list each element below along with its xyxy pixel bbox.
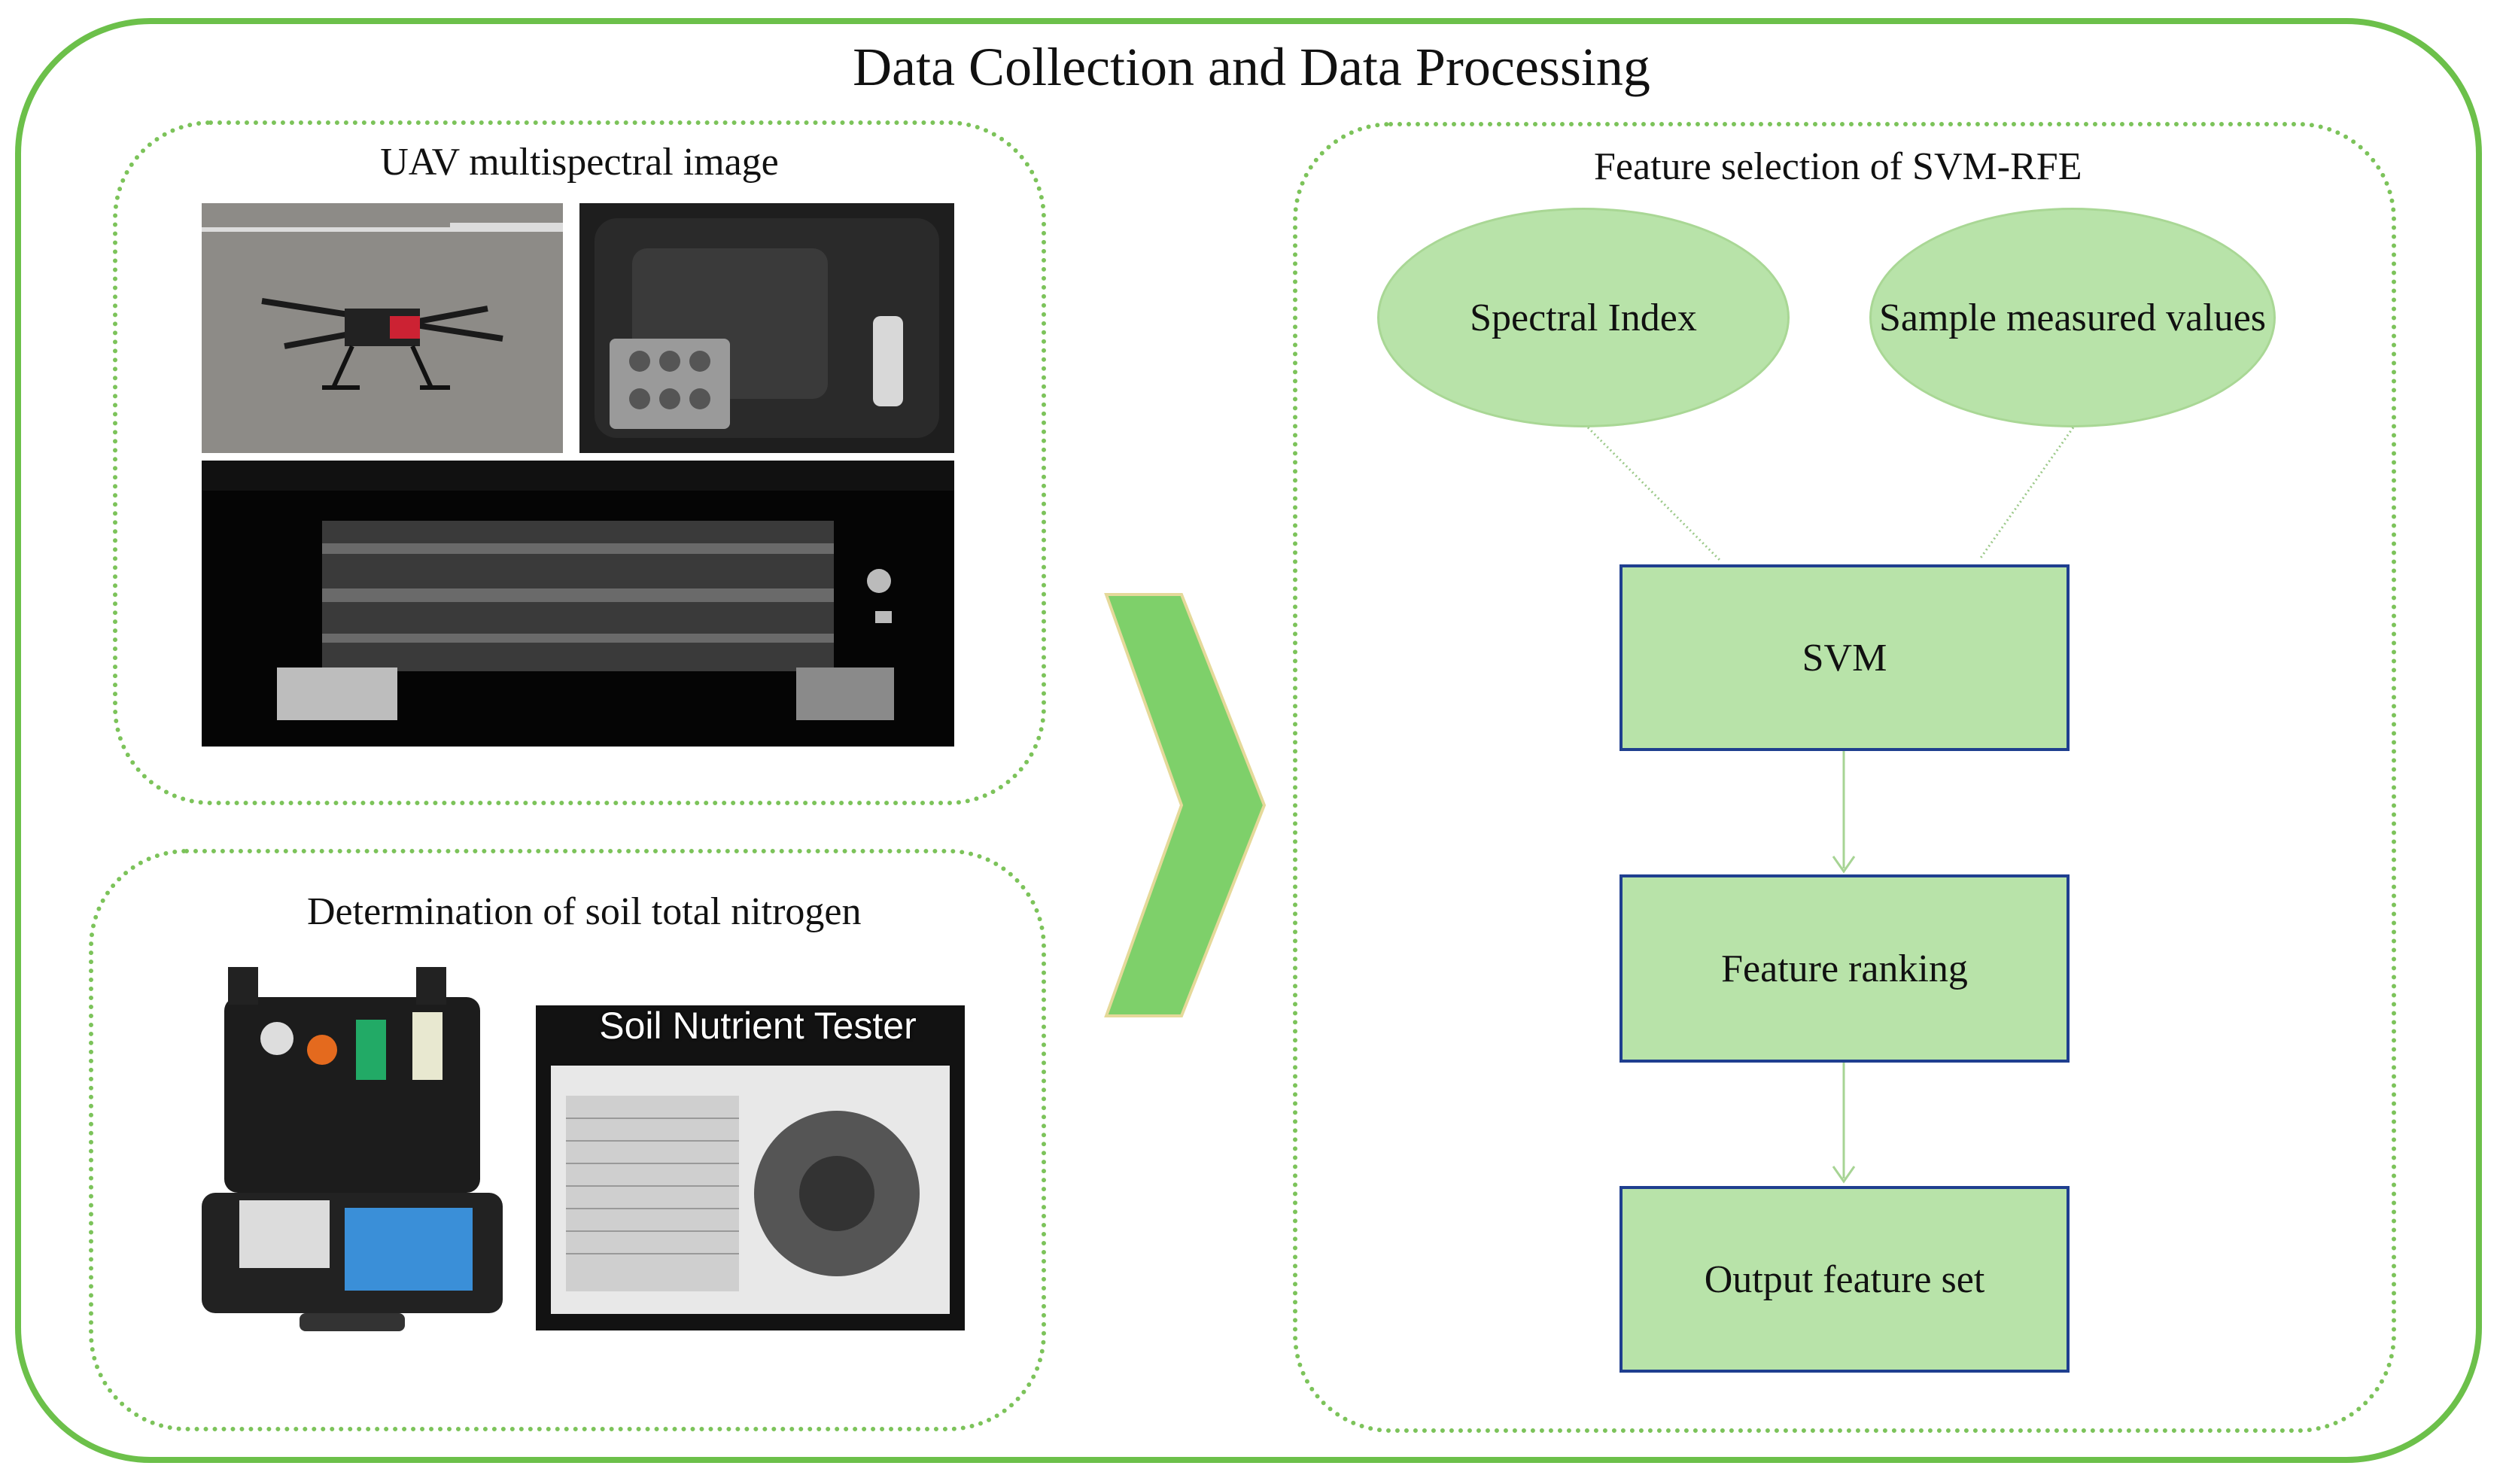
camera-case-photo <box>579 203 954 453</box>
nitrogen-panel-title: Determination of soil total nitrogen <box>307 890 862 933</box>
drone-photo <box>202 203 563 453</box>
camera-case-illustration <box>579 203 954 453</box>
input-node-sample-measured-values: Sample measured values <box>1869 208 2276 427</box>
controller-screen-illustration <box>202 461 954 747</box>
tester-screen-photo <box>536 1005 965 1330</box>
step-output-feature-set: Output feature set <box>1619 1186 2070 1373</box>
input-node-spectral-index: Spectral Index <box>1377 208 1790 427</box>
uav-panel-title: UAV multispectral image <box>380 141 779 184</box>
uav-panel <box>113 120 1046 805</box>
main-title: Data Collection and Data Processing <box>853 37 1650 97</box>
outer-frame <box>15 18 2482 1463</box>
chevron-arrow-icon <box>1104 593 1267 1017</box>
controller-screen-photo <box>202 461 954 747</box>
step-feature-ranking: Feature ranking <box>1619 874 2070 1063</box>
tester-screen-illustration <box>536 1005 965 1330</box>
tester-caption: Soil Nutrient Tester <box>599 1005 917 1047</box>
drone-illustration <box>202 203 563 453</box>
nitrogen-panel <box>89 849 1046 1431</box>
tester-kit-illustration <box>194 967 510 1334</box>
svm-rfe-panel-title: Feature selection of SVM-RFE <box>1594 145 2082 188</box>
svm-rfe-panel <box>1293 122 2396 1433</box>
tester-kit-photo <box>194 967 510 1334</box>
step-svm: SVM <box>1619 564 2070 751</box>
